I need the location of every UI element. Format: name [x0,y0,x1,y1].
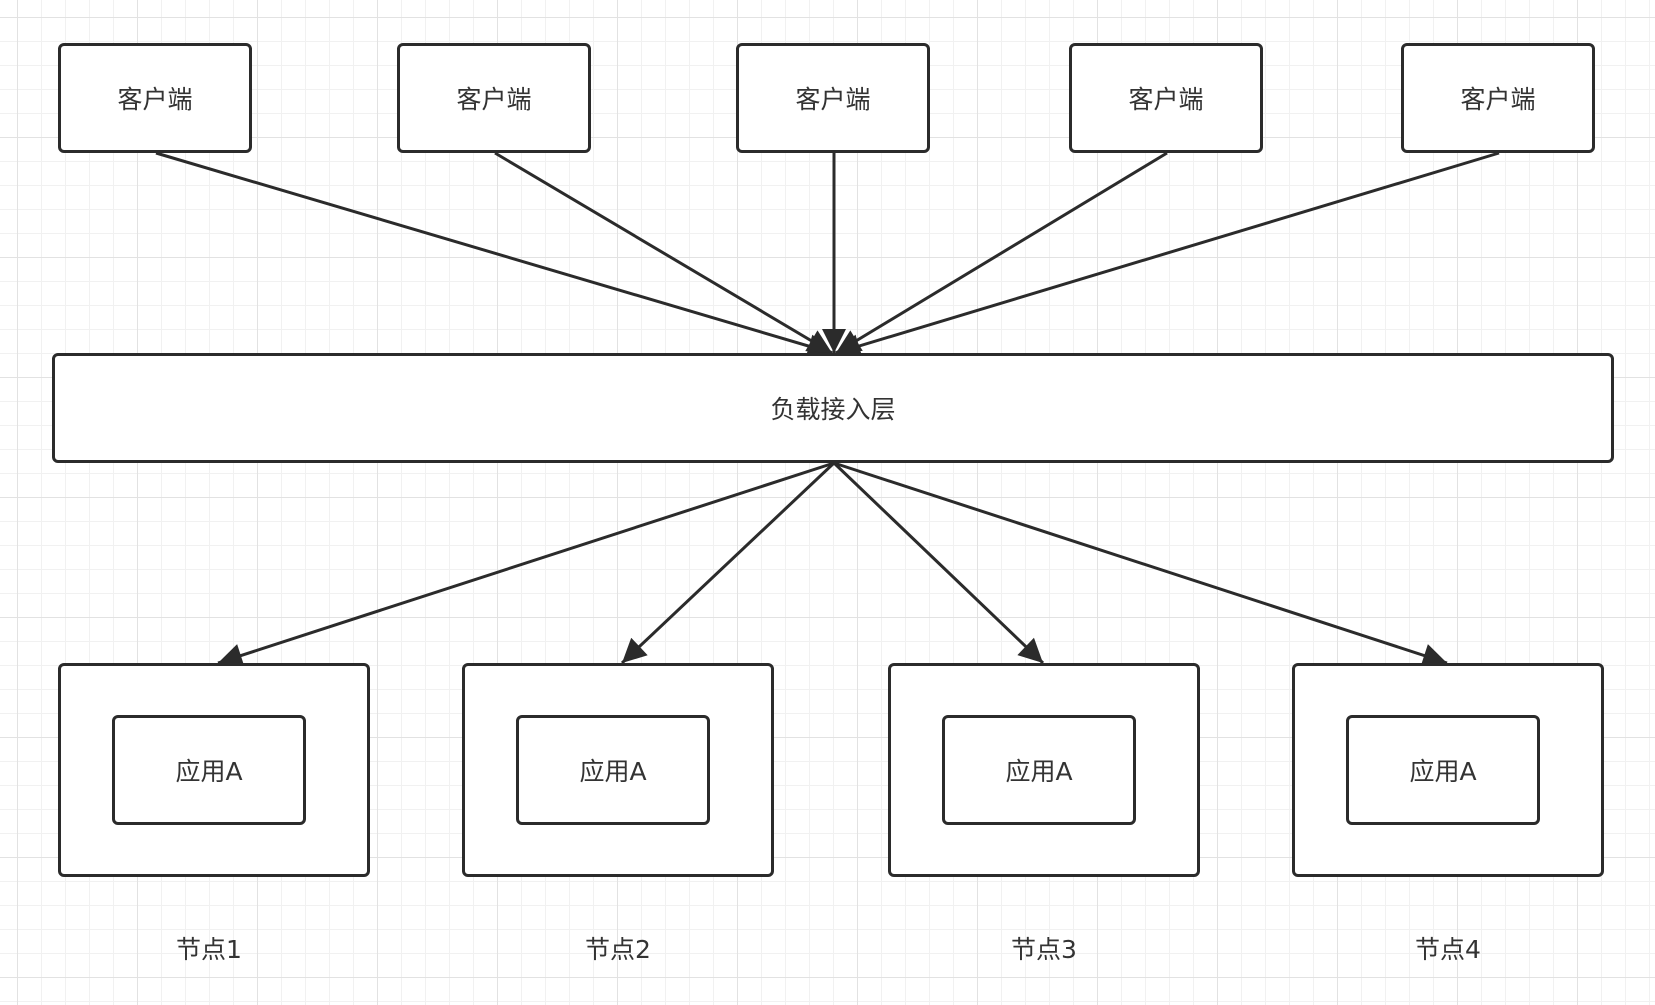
client-box-1[interactable]: 客户端 [58,43,252,153]
client-box-5[interactable]: 客户端 [1401,43,1595,153]
node-label-2: 节点2 [585,935,651,964]
arrow-lb-to-node-3 [832,461,1045,665]
node-label-4: 节点4 [1415,935,1481,964]
app-label: 应用A [175,757,243,786]
client-label: 客户端 [456,85,532,114]
arrow-client-4-to-lb [835,151,1168,355]
app-label: 应用A [579,757,647,786]
app-box-4[interactable]: 应用A [1346,715,1540,825]
app-label: 应用A [1005,757,1073,786]
load-balancer-box[interactable]: 负载接入层 [52,353,1614,463]
node-label-3: 节点3 [1011,935,1077,964]
app-box-2[interactable]: 应用A [516,715,710,825]
arrow-client-2-to-lb [494,151,833,355]
node-box-1[interactable] [58,663,370,877]
client-box-3[interactable]: 客户端 [736,43,930,153]
app-box-1[interactable]: 应用A [112,715,306,825]
arrow-lb-to-node-1 [217,461,835,668]
client-label: 客户端 [1128,85,1204,114]
node-box-3[interactable] [888,663,1200,877]
client-box-4[interactable]: 客户端 [1069,43,1263,153]
arrow-client-1-to-lb [155,151,833,358]
arrow-lb-to-node-2 [620,461,836,665]
app-label: 应用A [1409,757,1477,786]
client-box-2[interactable]: 客户端 [397,43,591,153]
client-label: 客户端 [1460,85,1536,114]
client-label: 客户端 [117,85,193,114]
arrow-lb-to-node-4 [833,461,1448,667]
load-balancer-label: 负载接入层 [770,395,896,424]
arrow-client-5-to-lb [835,151,1500,358]
client-label: 客户端 [795,85,871,114]
node-label-1: 节点1 [176,935,242,964]
app-box-3[interactable]: 应用A [942,715,1136,825]
